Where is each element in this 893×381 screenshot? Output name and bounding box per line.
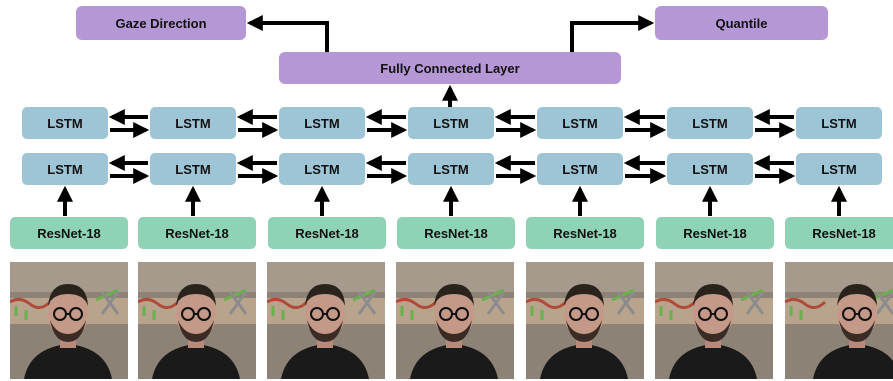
lstm-label: LSTM	[433, 161, 469, 177]
resnet-label: ResNet-18	[683, 225, 747, 241]
lstm-label: LSTM	[821, 115, 857, 131]
gaze-direction-label: Gaze Direction	[115, 15, 207, 31]
input-frame-4	[396, 262, 514, 379]
lstm-label: LSTM	[562, 115, 598, 131]
resnet-label: ResNet-18	[295, 225, 359, 241]
lstm-box-row1-2: LSTM	[150, 107, 236, 139]
resnet-box-4: ResNet-18	[397, 217, 515, 249]
resnet-box-3: ResNet-18	[268, 217, 386, 249]
lstm-box-row2-6: LSTM	[667, 153, 753, 185]
input-frame-7	[785, 262, 893, 379]
lstm-label: LSTM	[821, 161, 857, 177]
lstm-box-row2-7: LSTM	[796, 153, 882, 185]
lstm-label: LSTM	[175, 115, 211, 131]
lstm-box-row1-5: LSTM	[537, 107, 623, 139]
lstm-label: LSTM	[692, 115, 728, 131]
vertical-arrows	[57, 185, 847, 216]
lstm-label: LSTM	[433, 115, 469, 131]
input-frame-5	[526, 262, 644, 379]
lstm-label: LSTM	[692, 161, 728, 177]
input-frame-1	[10, 262, 128, 379]
input-frame-6	[655, 262, 773, 379]
lstm-label: LSTM	[562, 161, 598, 177]
resnet-box-5: ResNet-18	[526, 217, 644, 249]
bidirectional-lstm-arrows	[108, 109, 796, 184]
lstm-box-row1-1: LSTM	[22, 107, 108, 139]
lstm-box-row2-1: LSTM	[22, 153, 108, 185]
fully-connected-layer-box: Fully Connected Layer	[279, 52, 621, 84]
lstm-box-row2-5: LSTM	[537, 153, 623, 185]
resnet-label: ResNet-18	[424, 225, 488, 241]
lstm-label: LSTM	[47, 115, 83, 131]
lstm-box-row2-3: LSTM	[279, 153, 365, 185]
lstm-label: LSTM	[304, 161, 340, 177]
resnet-box-6: ResNet-18	[656, 217, 774, 249]
resnet-box-2: ResNet-18	[138, 217, 256, 249]
lstm-label: LSTM	[304, 115, 340, 131]
fully-connected-layer-label: Fully Connected Layer	[380, 60, 520, 76]
fc-to-quantile-arrow	[570, 15, 655, 52]
resnet-label: ResNet-18	[165, 225, 229, 241]
lstm-box-row1-6: LSTM	[667, 107, 753, 139]
lstm-box-row1-3: LSTM	[279, 107, 365, 139]
lstm-label: LSTM	[47, 161, 83, 177]
resnet-label: ResNet-18	[37, 225, 101, 241]
lstm-box-row2-2: LSTM	[150, 153, 236, 185]
fc-to-gaze-arrow	[246, 15, 329, 52]
resnet-box-7: ResNet-18	[785, 217, 893, 249]
resnet-box-1: ResNet-18	[10, 217, 128, 249]
lstm-box-row1-7: LSTM	[796, 107, 882, 139]
lstm-box-row2-4: LSTM	[408, 153, 494, 185]
quantile-box: Quantile	[655, 6, 828, 40]
input-frame-2	[138, 262, 256, 379]
resnet-label: ResNet-18	[553, 225, 617, 241]
gaze-direction-box: Gaze Direction	[76, 6, 246, 40]
input-frame-3	[267, 262, 385, 379]
lstm-box-row1-4: LSTM	[408, 107, 494, 139]
lstm-label: LSTM	[175, 161, 211, 177]
resnet-label: ResNet-18	[812, 225, 876, 241]
quantile-label: Quantile	[715, 15, 768, 31]
